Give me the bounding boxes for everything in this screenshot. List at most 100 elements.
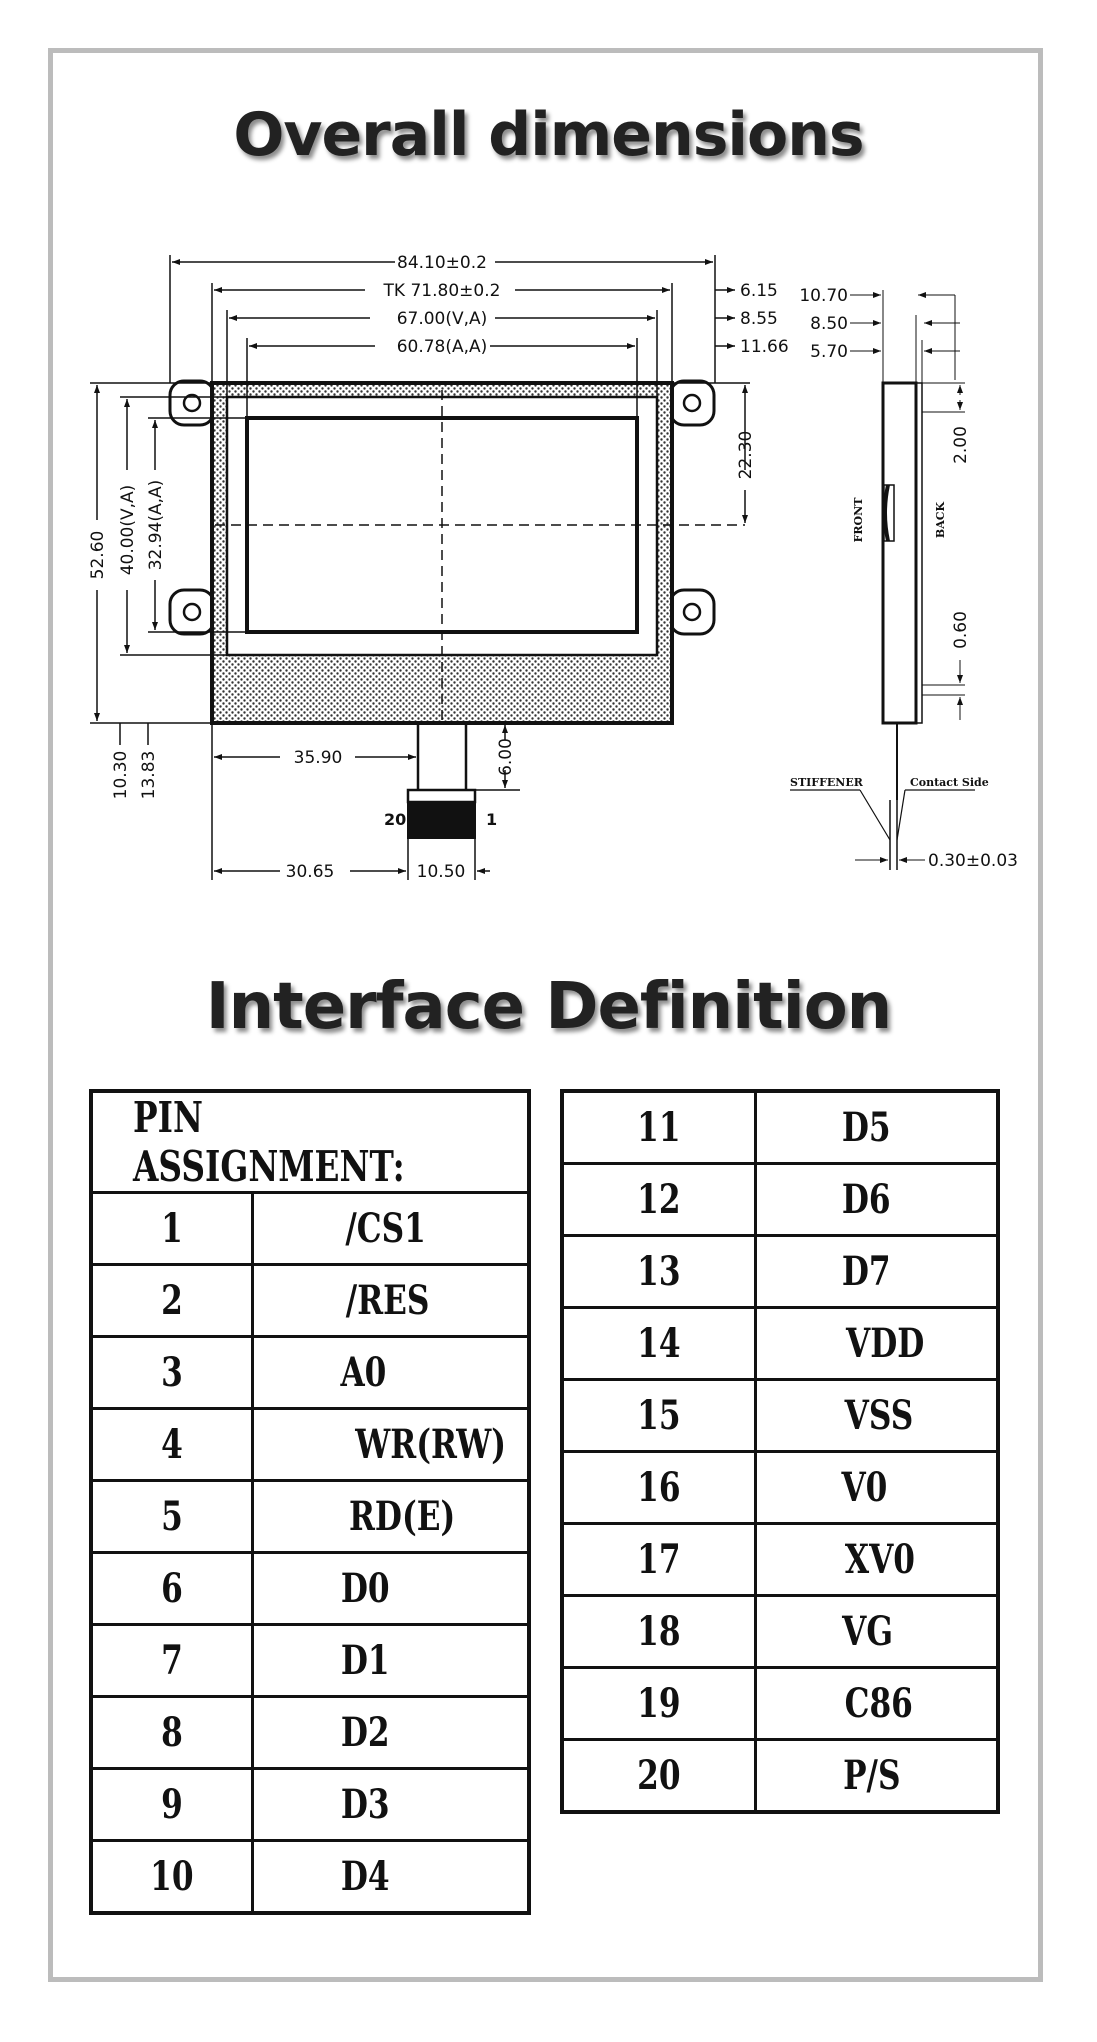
- pin-signal: VDD: [754, 1306, 1000, 1381]
- fpc-cable: [406, 723, 477, 839]
- dim-fpc-thickness: 0.30±0.03: [928, 851, 1018, 871]
- dim-right-1: 6.15: [740, 281, 778, 301]
- pin-number: 18: [560, 1594, 757, 1669]
- pin-number: 4: [89, 1407, 254, 1482]
- dim-right-2: 8.55: [740, 309, 778, 329]
- pin-signal: A0: [250, 1335, 531, 1410]
- dim-side-thickness-2: 0.60: [951, 611, 971, 649]
- dim-overall-height: 52.60: [88, 531, 108, 580]
- pin-signal: D6: [754, 1162, 1000, 1237]
- dim-aa-height: 32.94(A,A): [146, 480, 166, 571]
- pin-assignment-header: PIN ASSIGNMENT:: [89, 1089, 531, 1194]
- pin-number: 9: [89, 1767, 254, 1842]
- lcd-module-front: [168, 379, 745, 725]
- mounting-ear-bottom-left: [168, 588, 216, 636]
- dim-bottom-1: 10.30: [111, 751, 131, 800]
- pin-signal: D1: [250, 1623, 531, 1698]
- pin-number: 1: [89, 1191, 254, 1266]
- pin-signal: C86: [754, 1666, 1000, 1741]
- pin-signal: D5: [754, 1089, 1000, 1165]
- back-label: BACK: [934, 501, 947, 538]
- pin-signal: D7: [754, 1234, 1000, 1309]
- interface-title: Interface Definition: [205, 970, 892, 1044]
- dimensions-title: Overall dimensions: [233, 100, 864, 170]
- dim-va-height: 40.00(V,A): [118, 485, 138, 576]
- contact-side-label: Contact Side: [910, 776, 989, 789]
- dim-side-3: 5.70: [810, 342, 848, 362]
- dim-center-offset: 22.30: [736, 431, 756, 480]
- pin-number: 3: [89, 1335, 254, 1410]
- stiffener-label: STIFFENER: [790, 776, 864, 789]
- pin-number: 15: [560, 1378, 757, 1453]
- pin-number: 7: [89, 1623, 254, 1698]
- pin-signal: RD(E): [250, 1479, 531, 1554]
- pin-number: 13: [560, 1234, 757, 1309]
- pin-signal: /CS1: [250, 1191, 531, 1266]
- pin-number: 17: [560, 1522, 757, 1597]
- dim-va-width: 67.00(V,A): [397, 309, 488, 329]
- pin-signal: D2: [250, 1695, 531, 1770]
- pin-number: 2: [89, 1263, 254, 1338]
- mounting-ear-bottom-right: [668, 588, 716, 636]
- pin-number: 12: [560, 1162, 757, 1237]
- dim-aa-width: 60.78(A,A): [397, 337, 488, 357]
- lcd-module-side: [790, 290, 975, 870]
- pin-number: 20: [560, 1738, 757, 1814]
- pin-number: 19: [560, 1666, 757, 1741]
- pin-signal: WR(RW): [250, 1407, 531, 1482]
- pin-signal: /RES: [250, 1263, 531, 1338]
- dim-fpc-left: 30.65: [286, 862, 335, 882]
- dim-overall-width: 84.10±0.2: [397, 253, 487, 273]
- table-row: 2/RES: [89, 1263, 531, 1338]
- pin-number: 16: [560, 1450, 757, 1525]
- dim-right-3: 11.66: [740, 337, 789, 357]
- dim-fpc-length: 6.00: [496, 738, 516, 776]
- dim-bottom-2: 13.83: [139, 751, 159, 800]
- pin-signal: VSS: [754, 1378, 1000, 1453]
- fpc-pin-first: 20: [384, 810, 406, 829]
- pin-signal: D3: [250, 1767, 531, 1842]
- dim-side-1: 10.70: [799, 286, 848, 306]
- dim-side-thickness-1: 2.00: [951, 426, 971, 464]
- pin-number: 6: [89, 1551, 254, 1626]
- pin-number: 14: [560, 1306, 757, 1381]
- pin-signal: P/S: [754, 1738, 1000, 1814]
- mounting-ear-top-right: [668, 379, 716, 427]
- pin-signal: D0: [250, 1551, 531, 1626]
- dimension-drawing: 20 1 84.10±0.2 TK 71.80±0.2 67.00(V,A) 6…: [88, 253, 1018, 882]
- dim-fpc-width: 10.50: [417, 862, 466, 882]
- pin-signal: VG: [754, 1594, 1000, 1669]
- pin-signal: V0: [754, 1450, 1000, 1525]
- fpc-pin-last: 1: [486, 810, 497, 829]
- pin-number: 10: [89, 1839, 254, 1915]
- pin-number: 8: [89, 1695, 254, 1770]
- dim-tk-width: TK 71.80±0.2: [383, 281, 501, 301]
- dim-fpc-offset: 35.90: [294, 748, 343, 768]
- table-header-row: PIN ASSIGNMENT:: [89, 1089, 531, 1194]
- table-row: 1/CS1: [89, 1191, 531, 1266]
- pin-signal: D4: [250, 1839, 531, 1915]
- pin-signal: XV0: [754, 1522, 1000, 1597]
- pin-number: 5: [89, 1479, 254, 1554]
- front-label: FRONT: [852, 497, 865, 543]
- dim-side-2: 8.50: [810, 314, 848, 334]
